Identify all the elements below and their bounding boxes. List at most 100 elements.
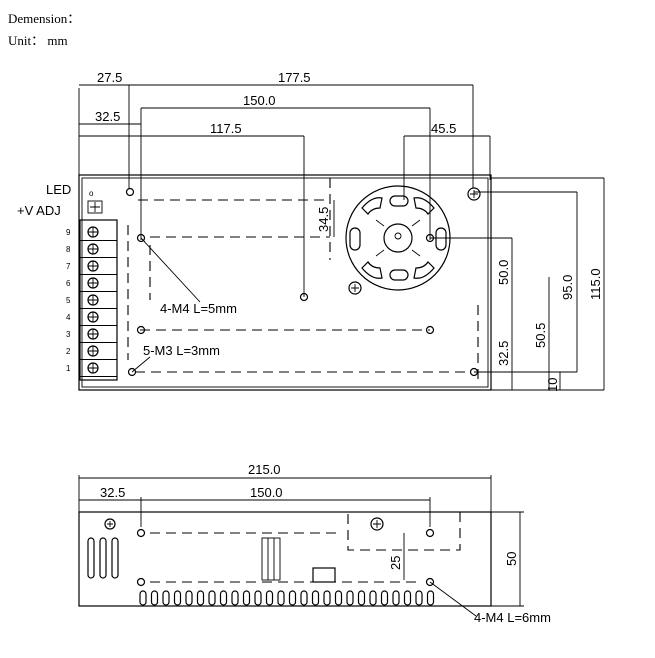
hole-m4-4 [425, 325, 435, 335]
side-screw-cross-icon [373, 520, 381, 528]
side-vent-2 [99, 537, 107, 579]
dim-50-5: 50.5 [533, 323, 548, 348]
dim-150-0: 150.0 [243, 93, 276, 108]
bottom-vent-slot [150, 590, 159, 606]
side-component-lines [267, 538, 275, 580]
side-ext-lines-50 [491, 511, 524, 607]
vadj-pot [87, 200, 103, 214]
bottom-vent-slot [173, 590, 182, 606]
terminal-number: 4 [66, 313, 71, 322]
fan-slot-tr [413, 197, 435, 215]
fan-screw-bl [348, 281, 362, 295]
terminal-screw-cross-icon [88, 312, 98, 322]
fan-slot-bottom [389, 269, 409, 281]
ext-lines-b [140, 108, 431, 240]
bottom-vent-slot [185, 590, 193, 606]
fan-grille [345, 185, 481, 295]
dim-27-5: 27.5 [97, 70, 122, 85]
callout-m4-side: 4-M4 L=6mm [474, 610, 551, 625]
side-case-outline [78, 511, 492, 607]
unit-label: Unit： mm [8, 33, 68, 48]
bottom-vent-slot [357, 590, 366, 606]
side-screw [370, 517, 384, 531]
dim-115-0: 115.0 [588, 268, 603, 300]
fan-slot-br [413, 261, 435, 279]
fan-slot-bl [361, 261, 383, 279]
bottom-vent-slot [162, 590, 170, 606]
callout-m3-leader [131, 356, 151, 373]
side-hole-2 [136, 577, 146, 587]
led-label: LED [46, 182, 71, 197]
bottom-vent-slot [242, 590, 251, 606]
hole-m3-tl [125, 187, 135, 197]
dim-line-50 [430, 237, 513, 330]
terminal-number: 9 [66, 228, 71, 237]
bottom-vent-slot [219, 590, 228, 606]
dim-50-0: 50.0 [496, 260, 511, 285]
bottom-vent-slot [403, 590, 412, 606]
callout-m3: 5-M3 L=3mm [143, 343, 220, 358]
terminal-screw-cross-icon [88, 346, 98, 356]
terminal-number: 7 [66, 262, 71, 271]
ext-lines-45-5 [403, 136, 491, 200]
ext-lines-v [490, 177, 604, 391]
fan-center [394, 232, 402, 240]
bottom-vent-slot [277, 590, 285, 606]
bottom-vent-slot [300, 590, 308, 606]
dim-side-150-0: 150.0 [250, 485, 283, 500]
side-component [261, 537, 281, 581]
dim-177-5: 177.5 [278, 70, 311, 85]
terminal-screw-cross-icon [88, 363, 98, 373]
terminal-number: 3 [66, 330, 71, 339]
bottom-vent-slot [139, 590, 147, 606]
bottom-vent-slot [231, 590, 239, 606]
fan-screw-tr-cross-icon [470, 190, 478, 198]
fan-spokes [375, 219, 421, 257]
terminal-number: 1 [66, 364, 71, 373]
terminal-number: 8 [66, 245, 71, 254]
hole-m3-bl [127, 367, 137, 377]
bottom-vent-slot [311, 590, 320, 606]
bottom-vent-slot [426, 590, 435, 606]
dim-side-32-5: 32.5 [100, 485, 125, 500]
bottom-vent-slot [369, 590, 377, 606]
dim-95-0: 95.0 [560, 275, 575, 300]
bottom-vent-slot [392, 590, 400, 606]
dim-32-5-vertical: 32.5 [496, 341, 511, 366]
dim-32-5: 32.5 [95, 109, 120, 124]
dim-117-5: 117.5 [210, 121, 242, 136]
side-ext-lines-215 [78, 475, 492, 512]
dim-45-5: 45.5 [431, 121, 456, 136]
fan-slot-left [349, 227, 361, 251]
fan-hub [383, 223, 413, 253]
bottom-vent-slot [288, 590, 297, 606]
side-vent-1 [87, 537, 95, 579]
side-hole-4 [425, 577, 435, 587]
terminal-block [79, 219, 118, 381]
ext-lines-a [78, 85, 474, 188]
side-ground-screw-cross-icon [107, 521, 113, 527]
bottom-vent-slot [380, 590, 389, 606]
vadj-pot-cross-icon [90, 202, 100, 212]
fan-slot-top [389, 195, 409, 207]
bottom-vent-slot [208, 590, 216, 606]
dim-side-50: 50 [504, 552, 519, 566]
led-dot: o [89, 189, 94, 198]
top-vertical-dims: 34.5 50.0 95.0 115.0 50.5 32.5 10 [316, 177, 605, 392]
bottom-vent-slot [254, 590, 262, 606]
side-vent-3 [111, 537, 119, 579]
dimension-label: Demension： [8, 11, 81, 26]
terminal-screw-cross-icon [88, 261, 98, 271]
vadj-label: +V ADJ [17, 203, 61, 218]
top-case-inner-edge [81, 177, 489, 388]
callout-side-leader [429, 581, 477, 617]
side-fan-recess [347, 511, 461, 551]
fan-slot-right [435, 227, 447, 251]
side-ground-screw [104, 518, 116, 530]
dim-215-0: 215.0 [248, 462, 281, 477]
dim-side-25: 25 [388, 556, 403, 570]
bottom-vent-slot [196, 590, 205, 606]
side-hole-1 [136, 528, 146, 538]
